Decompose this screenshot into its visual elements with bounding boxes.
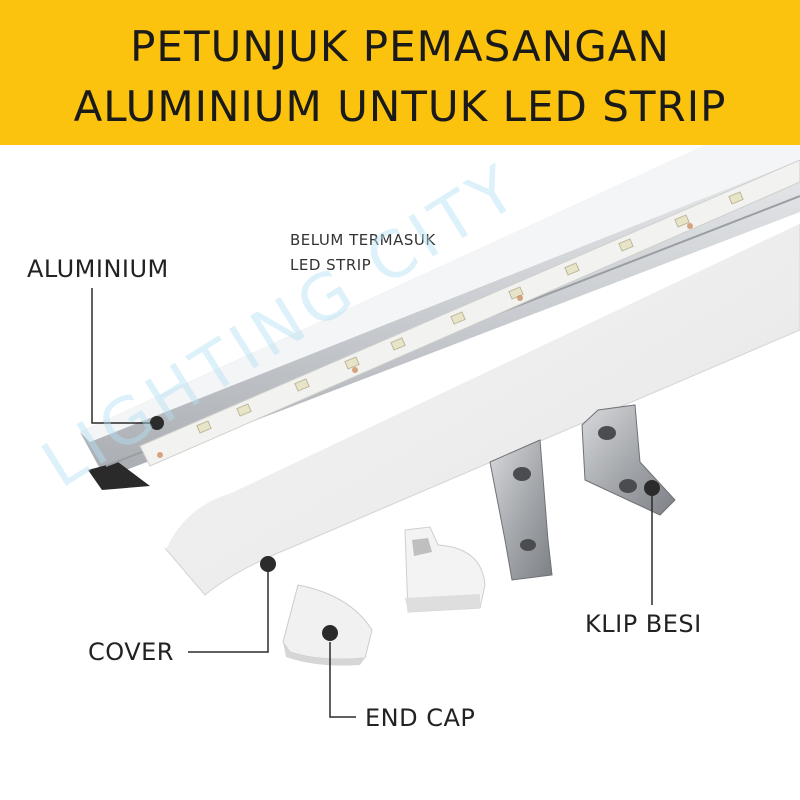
header-title-line-2: ALUMINIUM UNTUK LED STRIP	[73, 82, 727, 131]
label-cover: COVER	[88, 638, 174, 666]
callout-cover	[188, 556, 276, 653]
aluminium-profile	[80, 145, 800, 490]
led-strip	[196, 191, 744, 434]
note-not-included: BELUM TERMASUK LED STRIP	[290, 228, 436, 278]
header-title-line-1: PETUNJUK PEMASANGAN	[130, 22, 670, 71]
callout-klip-besi	[644, 480, 660, 605]
label-end-cap: END CAP	[365, 704, 476, 732]
end-cap-plain	[282, 584, 373, 666]
note-line-1: BELUM TERMASUK	[290, 231, 436, 249]
end-cap-with-hole	[404, 526, 486, 613]
note-line-2: LED STRIP	[290, 256, 372, 274]
label-aluminium: ALUMINIUM	[27, 255, 169, 283]
callout-aluminium	[91, 288, 164, 430]
header-banner: PETUNJUK PEMASANGAN ALUMINIUM UNTUK LED …	[0, 0, 800, 145]
diffuser-cover	[163, 220, 800, 596]
label-klip-besi: KLIP BESI	[585, 610, 702, 638]
metal-clip-2	[581, 404, 676, 516]
metal-clip-1	[489, 439, 553, 581]
callout-end-cap	[322, 625, 356, 718]
